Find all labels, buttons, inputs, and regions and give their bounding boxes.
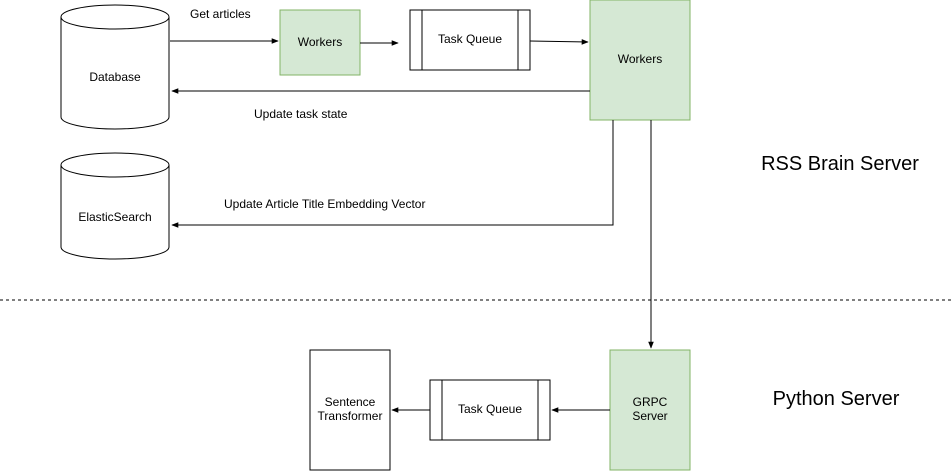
database-label: Database xyxy=(89,70,141,84)
workers-small-node: Workers xyxy=(279,9,361,76)
grpc-server-node: GRPC Server xyxy=(609,349,691,471)
edge-get-articles-label: Get articles xyxy=(190,7,251,21)
region-label-rss-brain: RSS Brain Server xyxy=(761,153,919,175)
task-queue-top-label: Task Queue xyxy=(438,32,502,46)
sentence-transformer-label-line2: Transformer xyxy=(318,409,383,423)
task-queue-top-node: Task Queue xyxy=(409,9,531,71)
grpc-server-label-line1: GRPC xyxy=(633,395,668,409)
grpc-server-label-line2: Server xyxy=(632,409,667,423)
workers-main-label: Workers xyxy=(618,52,662,66)
task-queue-bottom-label: Task Queue xyxy=(458,402,522,416)
edge-queue-to-workers xyxy=(529,39,589,45)
sentence-transformer-node: Sentence Transformer xyxy=(309,349,391,471)
task-queue-bottom-node: Task Queue xyxy=(429,379,551,441)
elasticsearch-cylinder: ElasticSearch xyxy=(60,152,170,260)
database-cylinder: Database xyxy=(60,4,170,130)
edge-update-embedding-label: Update Article Title Embedding Vector xyxy=(224,197,425,211)
sentence-transformer-label-line1: Sentence xyxy=(325,395,376,409)
workers-small-label: Workers xyxy=(298,35,342,49)
elasticsearch-label: ElasticSearch xyxy=(78,210,151,224)
workers-main-node: Workers xyxy=(589,0,691,121)
edge-update-embedding xyxy=(171,120,614,228)
edge-update-task-state-label: Update task state xyxy=(254,107,348,121)
region-label-python: Python Server xyxy=(773,388,900,410)
